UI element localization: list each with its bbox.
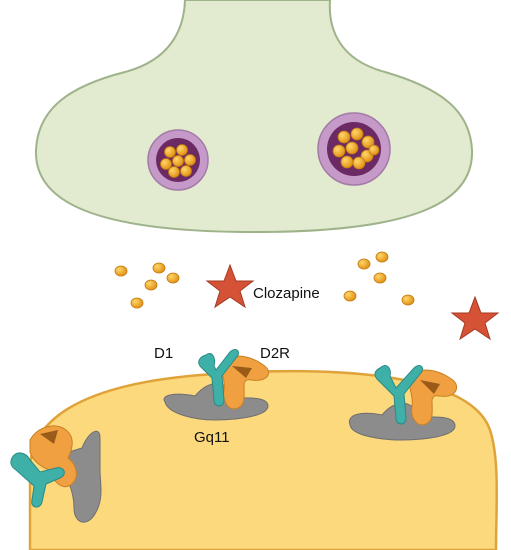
d2r-label: D2R	[260, 345, 290, 362]
drug-label: Clozapine	[253, 285, 320, 302]
dot-icon	[373, 272, 387, 284]
presynaptic-terminal	[34, 0, 474, 234]
dot-icon	[343, 290, 357, 302]
dot-icon	[152, 262, 166, 274]
d1-receptor	[10, 452, 65, 508]
dot-icon	[357, 258, 371, 270]
synaptic-vesicle	[317, 112, 391, 186]
d1-receptor	[198, 349, 239, 407]
d1-label: D1	[154, 345, 173, 362]
dot-icon	[144, 279, 158, 291]
receptor-complex	[10, 425, 102, 523]
neurotransmitter-group	[114, 251, 415, 309]
d1-receptor	[374, 365, 423, 425]
receptor-complex	[163, 349, 269, 421]
dot-icon	[375, 251, 389, 263]
gprotein-label: Gq11	[194, 429, 230, 446]
d2-receptor	[221, 355, 269, 410]
receptor-complex	[348, 365, 457, 441]
d2-receptor	[409, 369, 457, 426]
dot-icon	[130, 297, 144, 309]
dot-icon	[401, 294, 415, 306]
dot-icon	[114, 265, 128, 277]
star-icon	[205, 263, 255, 309]
star-icon	[450, 295, 500, 341]
dot-icon	[166, 272, 180, 284]
synaptic-vesicle	[147, 129, 209, 191]
